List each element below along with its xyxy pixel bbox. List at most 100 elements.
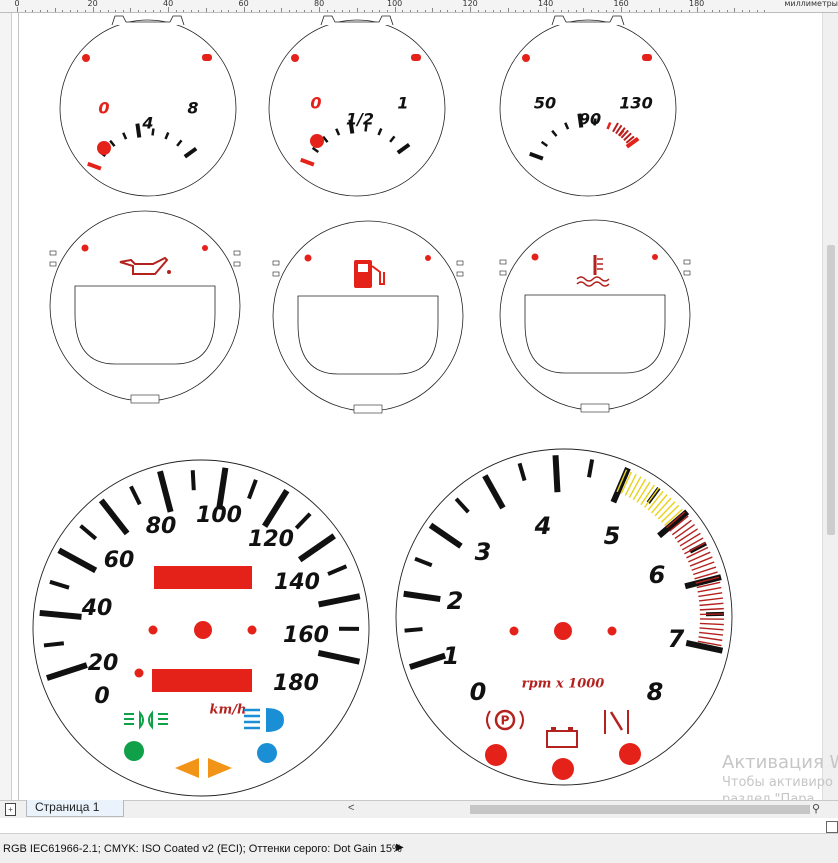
mount-dot (305, 255, 312, 262)
rpm-label: 0 (470, 678, 487, 706)
rpm-label: 4 (534, 512, 552, 540)
rpm-label: 1 (443, 642, 460, 670)
speed-label: 120 (248, 527, 294, 552)
fuel-pump-window (358, 264, 368, 272)
indicator-dot (510, 627, 519, 636)
display-window (75, 286, 215, 364)
side-notch (50, 262, 56, 266)
gauge-label: 130 (619, 94, 652, 113)
gauge-label: 4 (141, 114, 153, 133)
trip-display (152, 669, 252, 692)
blue-indicator-lamp (257, 743, 277, 763)
red-indicator-lamp (485, 744, 507, 766)
side-notch (273, 261, 279, 265)
mount-slot (202, 54, 212, 61)
speed-label: 0 (94, 684, 109, 709)
color-management-icon[interactable] (826, 821, 838, 833)
profile-expand-icon[interactable]: ▶ (396, 842, 404, 853)
fuel-gauge: 01/21 (269, 16, 445, 196)
speed-label: 40 (81, 596, 113, 621)
mount-slot (642, 54, 652, 61)
zoom-icon[interactable]: ⚲ (812, 802, 820, 815)
battery-terminal (551, 727, 556, 731)
speed-label: 20 (88, 651, 119, 676)
gauge-tick (137, 124, 139, 138)
mount-dot (522, 54, 530, 62)
side-notch (457, 261, 463, 265)
add-page-icon[interactable]: + (5, 803, 16, 816)
indicator-dot (608, 627, 617, 636)
indicator-dot (248, 626, 257, 635)
display-window (525, 295, 665, 373)
rpm-tick (405, 629, 423, 631)
gauge-face-outline (269, 20, 445, 196)
speed-label: 140 (274, 570, 320, 595)
rpm-label: 2 (447, 587, 464, 615)
speed-tick (44, 643, 64, 645)
rpm-label: 8 (647, 678, 664, 706)
side-notch (500, 260, 506, 264)
mount-dot (532, 254, 539, 261)
side-notch (234, 251, 240, 255)
mount-dot (202, 245, 208, 251)
bottom-tab (131, 395, 159, 403)
side-notch (684, 260, 690, 264)
vertical-scrollbar[interactable] (822, 13, 838, 800)
gauge-label: 0 (98, 99, 109, 118)
status-bar: RGB IEC61966-2.1; CMYK: ISO Coated v2 (E… (0, 833, 838, 863)
battery-terminal (568, 727, 573, 731)
green-indicator-lamp (124, 741, 144, 761)
speed-tick (193, 470, 194, 490)
page-navigation-bar: + Страница 1 < ⚲ (0, 800, 838, 818)
gauge-face-outline (396, 449, 732, 785)
page-tab-1[interactable]: Страница 1 (26, 800, 124, 817)
side-notch (500, 271, 506, 275)
gauge-label: 0 (310, 94, 321, 113)
oil-lamp-gauge (50, 211, 240, 403)
rpm-tick (556, 455, 558, 492)
mount-dot (425, 255, 431, 261)
horizontal-scrollbar-thumb[interactable] (470, 805, 810, 814)
side-notch (684, 271, 690, 275)
speed-label: 100 (196, 503, 242, 528)
rpm-label: 5 (604, 522, 621, 550)
side-notch (273, 272, 279, 276)
temp-lamp-gauge (500, 220, 690, 412)
speed-label: 60 (104, 548, 135, 573)
gauge-label: 1/2 (346, 110, 374, 129)
rpm-unit-label: rpm x 1000 (522, 677, 605, 692)
scroll-left-icon[interactable]: < (348, 802, 354, 814)
vertical-scrollbar-thumb[interactable] (827, 245, 835, 535)
gauge-face-outline (60, 20, 236, 196)
indicator-dot (135, 669, 144, 678)
rpm-label: 7 (668, 625, 685, 653)
gauge-label: 8 (187, 99, 198, 118)
mount-dot (82, 54, 90, 62)
rpm-label: 3 (475, 538, 492, 566)
side-notch (50, 251, 56, 255)
color-profile-text: RGB IEC61966-2.1; CMYK: ISO Coated v2 (E… (3, 843, 402, 855)
mount-dot (291, 54, 299, 62)
odometer-display (154, 566, 252, 589)
needle-pivot (554, 622, 572, 640)
speed-label: 160 (283, 623, 329, 648)
gauge-label: 90 (579, 110, 601, 129)
speed-label: 80 (146, 514, 177, 539)
oil-drop (167, 270, 171, 274)
bottom-tab (354, 405, 382, 413)
speed-label: 180 (273, 671, 319, 696)
indicator-dot (149, 626, 158, 635)
bottom-tab (581, 404, 609, 412)
mount-dot (652, 254, 658, 260)
fuel-lamp-gauge (273, 221, 463, 413)
red-indicator-lamp (619, 743, 641, 765)
mount-dot (82, 245, 89, 252)
side-notch (234, 262, 240, 266)
speed-tick (40, 613, 82, 617)
oil-pressure-gauge: 0 4 8 (60, 16, 236, 196)
needle-pivot (310, 134, 324, 148)
